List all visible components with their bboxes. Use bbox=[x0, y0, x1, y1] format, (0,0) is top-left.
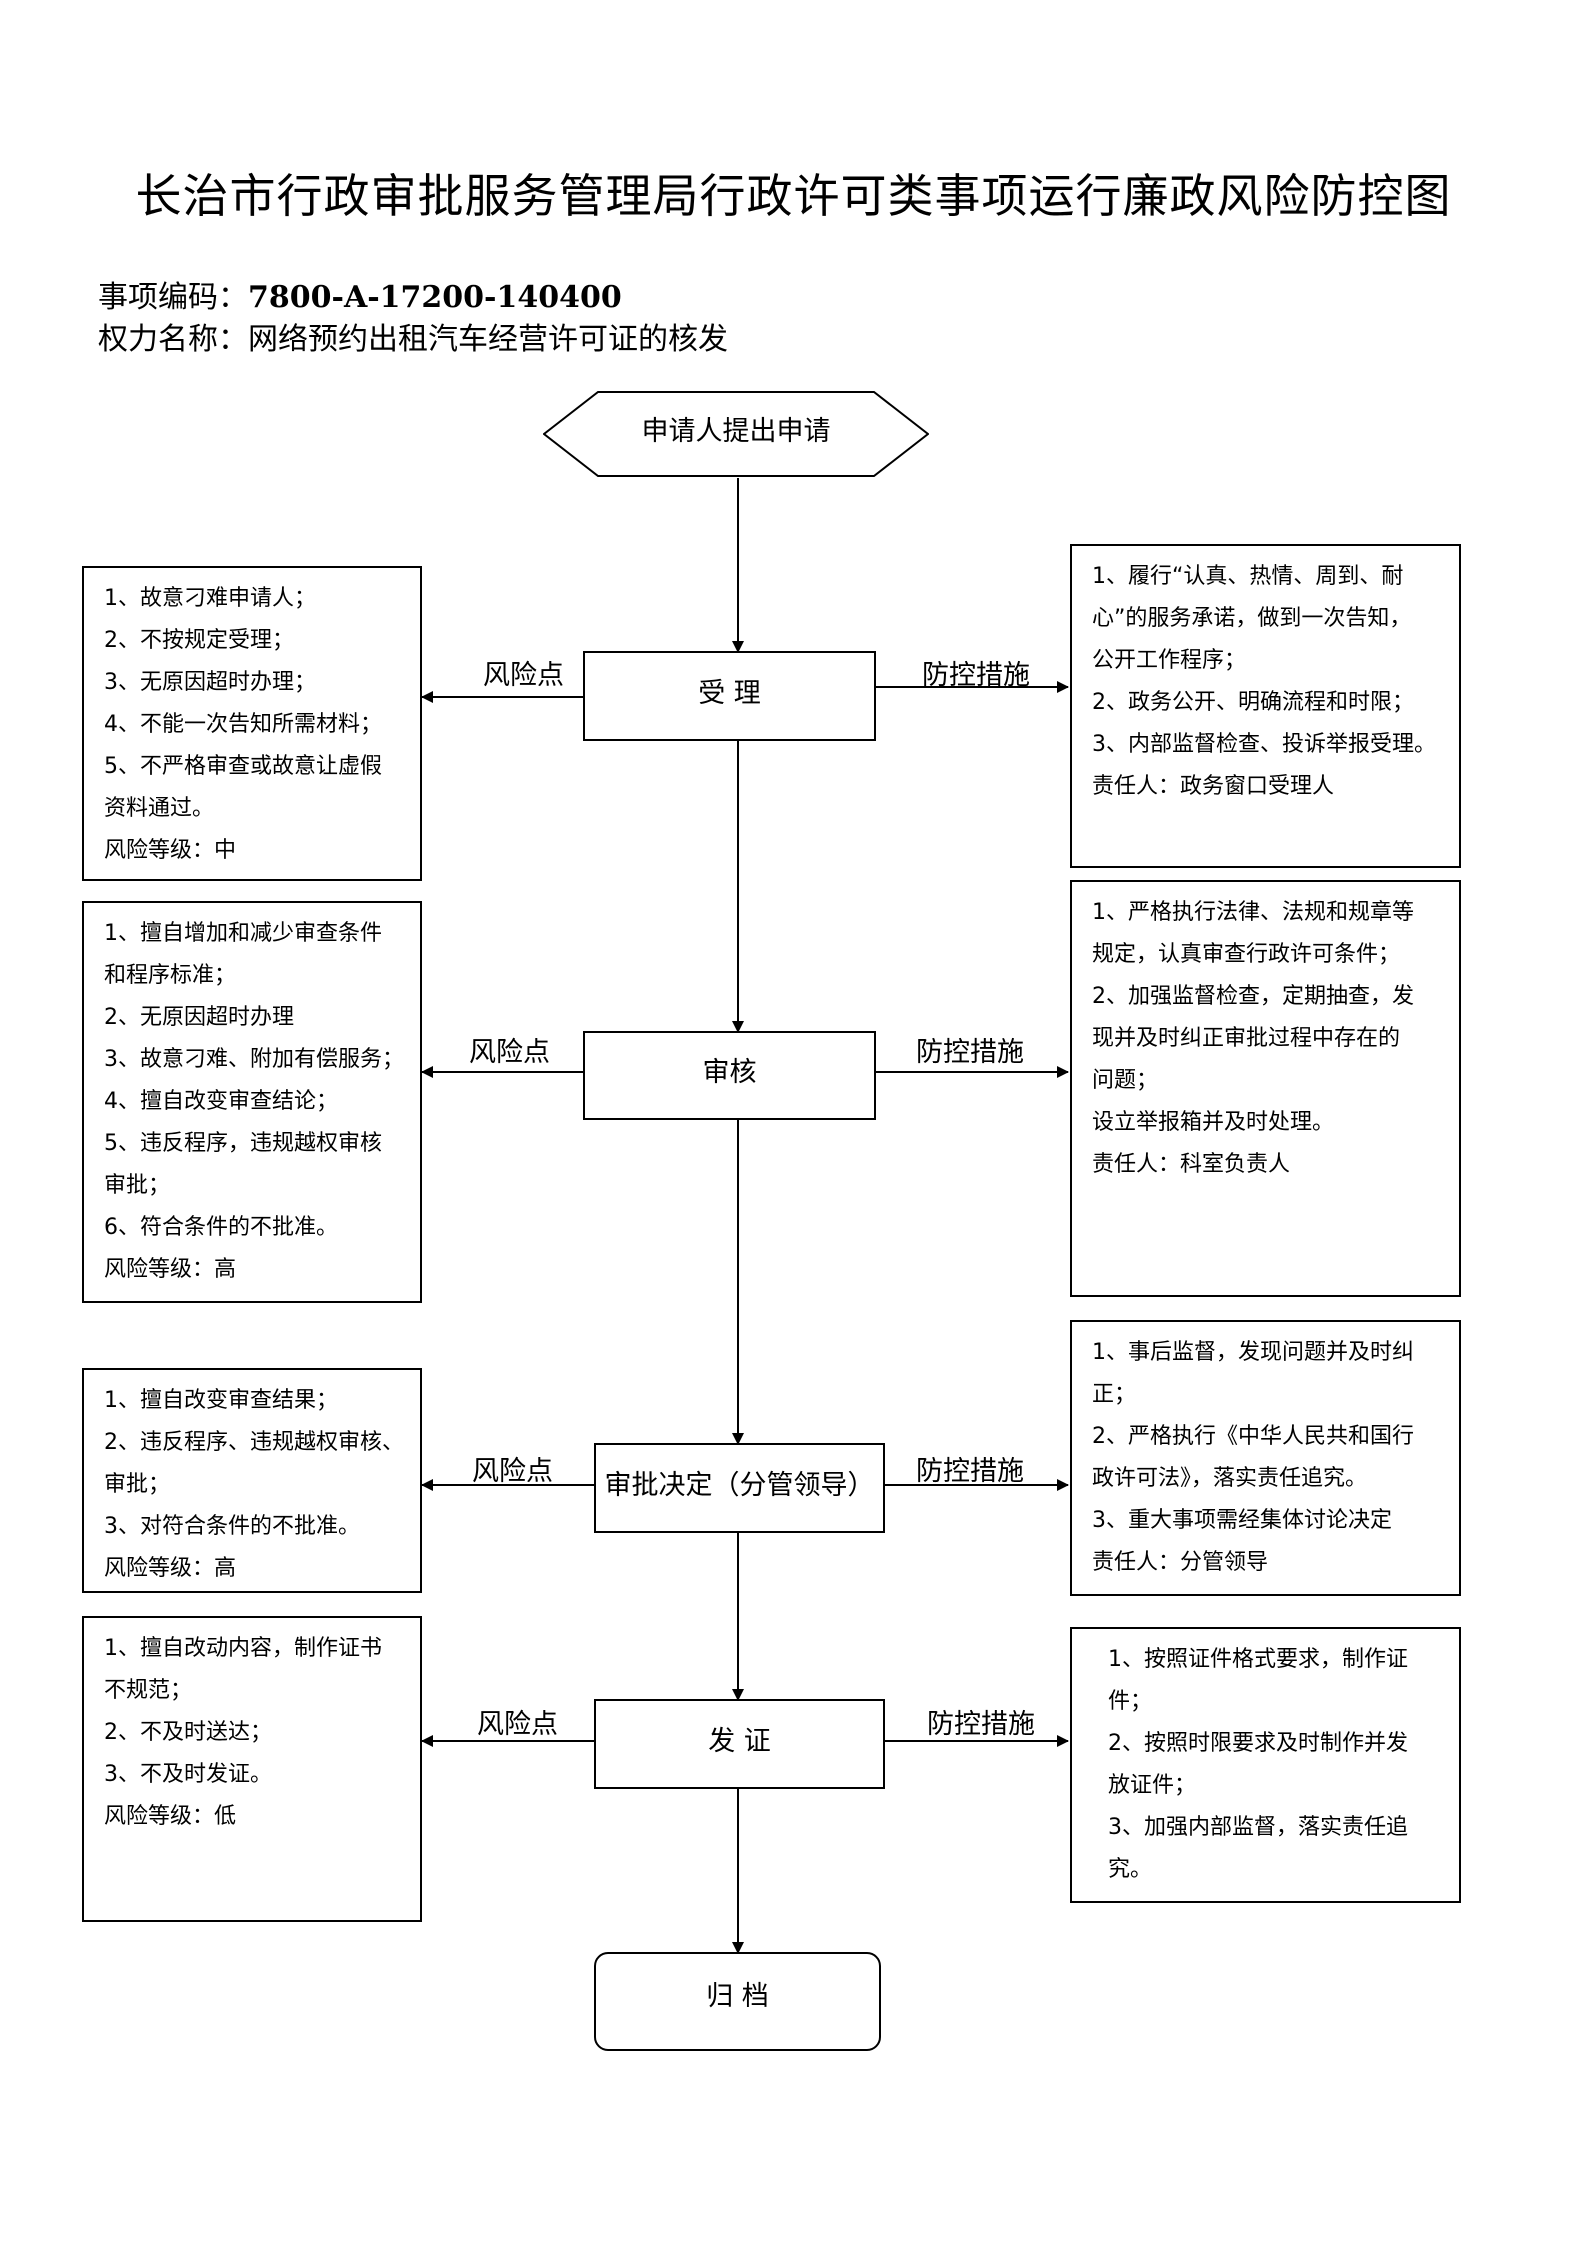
control-box-accept: 1、履行“认真、热情、周到、耐 心”的服务承诺，做到一次告知， 公开工作程序； … bbox=[1070, 544, 1461, 868]
risk-item: 3、无原因超时办理； bbox=[104, 670, 316, 695]
item-code-row: 事项编码：7800-A-17200-140400 bbox=[98, 272, 622, 316]
control-item: 1、按照证件格式要求，制作证 bbox=[1108, 1647, 1408, 1672]
risk-box-accept: 1、故意刁难申请人； 2、不按规定受理； 3、无原因超时办理； 4、不能一次告知… bbox=[82, 566, 422, 881]
risk-level: 风险等级：高 bbox=[104, 1556, 237, 1581]
control-item: 2、政务公开、明确流程和时限； bbox=[1092, 690, 1414, 715]
stage-node-decision: 审批决定（分管领导） bbox=[594, 1443, 885, 1533]
risk-level: 风险等级：高 bbox=[104, 1257, 237, 1282]
risk-item: 和程序标准； bbox=[104, 963, 237, 988]
risk-label-decision: 风险点 bbox=[472, 1456, 553, 1487]
risk-item: 1、擅自改变审查结果； bbox=[104, 1388, 338, 1413]
risk-item: 不规范； bbox=[104, 1678, 193, 1703]
risk-item: 4、擅自改变审查结论； bbox=[104, 1089, 338, 1114]
stage-node-review: 审核 bbox=[583, 1031, 876, 1120]
power-name-label: 权力名称： bbox=[98, 322, 248, 357]
end-node-archive: 归 档 bbox=[594, 1952, 881, 2051]
risk-item: 1、擅自增加和减少审查条件 bbox=[104, 921, 382, 946]
control-item: 公开工作程序； bbox=[1092, 648, 1247, 673]
control-item: 现并及时纠正审批过程中存在的 bbox=[1092, 1026, 1401, 1051]
risk-label-issue: 风险点 bbox=[477, 1709, 558, 1740]
control-item: 心”的服务承诺，做到一次告知， bbox=[1092, 606, 1412, 631]
stage-node-label: 审核 bbox=[702, 1057, 757, 1088]
stage-node-label: 受 理 bbox=[698, 677, 761, 709]
risk-item: 审批； bbox=[104, 1173, 171, 1198]
risk-level: 风险等级：中 bbox=[104, 838, 237, 863]
risk-item: 5、违反程序，违规越权审核 bbox=[104, 1131, 382, 1156]
risk-item: 3、对符合条件的不批准。 bbox=[104, 1514, 360, 1539]
control-item: 件； bbox=[1108, 1689, 1153, 1714]
control-item: 1、事后监督，发现问题并及时纠 bbox=[1092, 1340, 1414, 1365]
control-item: 设立举报箱并及时处理。 bbox=[1092, 1110, 1335, 1135]
control-item: 1、严格执行法律、法规和规章等 bbox=[1092, 900, 1414, 925]
control-item: 3、内部监督检查、投诉举报受理。 bbox=[1092, 732, 1436, 757]
control-item: 政许可法》，落实责任追究。 bbox=[1092, 1466, 1368, 1491]
control-box-decision: 1、事后监督，发现问题并及时纠 正； 2、严格执行《中华人民共和国行 政许可法》… bbox=[1070, 1320, 1461, 1596]
control-label-accept: 防控措施 bbox=[922, 660, 1030, 691]
control-item: 3、重大事项需经集体讨论决定 bbox=[1092, 1508, 1392, 1533]
risk-item: 6、符合条件的不批准。 bbox=[104, 1215, 338, 1240]
risk-item: 资料通过。 bbox=[104, 796, 215, 821]
control-item: 规定，认真审查行政许可条件； bbox=[1092, 942, 1401, 967]
stage-node-accept: 受 理 bbox=[583, 651, 876, 741]
responsible-person: 责任人：政务窗口受理人 bbox=[1092, 774, 1335, 799]
risk-item: 3、故意刁难、附加有偿服务； bbox=[104, 1047, 404, 1072]
risk-item: 3、不及时发证。 bbox=[104, 1762, 272, 1787]
end-node-label: 归 档 bbox=[706, 1981, 769, 2012]
stage-node-issue: 发 证 bbox=[594, 1699, 885, 1789]
risk-box-decision: 1、擅自改变审查结果； 2、违反程序、违规越权审核、 审批； 3、对符合条件的不… bbox=[82, 1368, 422, 1593]
control-label-decision: 防控措施 bbox=[916, 1456, 1024, 1487]
risk-item: 2、违反程序、违规越权审核、 bbox=[104, 1430, 404, 1455]
control-box-issue: 1、按照证件格式要求，制作证 件； 2、按照时限要求及时制作并发 放证件； 3、… bbox=[1070, 1627, 1461, 1903]
risk-box-review: 1、擅自增加和减少审查条件 和程序标准； 2、无原因超时办理 3、故意刁难、附加… bbox=[82, 901, 422, 1303]
risk-item: 5、不严格审查或故意让虚假 bbox=[104, 754, 382, 779]
risk-item: 1、故意刁难申请人； bbox=[104, 586, 316, 611]
control-label-issue: 防控措施 bbox=[927, 1709, 1035, 1740]
risk-item: 4、不能一次告知所需材料； bbox=[104, 712, 382, 737]
stage-node-label: 审批决定（分管领导） bbox=[604, 1469, 875, 1501]
risk-label-review: 风险点 bbox=[469, 1037, 550, 1068]
stage-node-label: 发 证 bbox=[708, 1725, 771, 1757]
risk-item: 2、无原因超时办理 bbox=[104, 1005, 294, 1030]
control-item: 3、加强内部监督，落实责任追 bbox=[1108, 1815, 1408, 1840]
control-item: 问题； bbox=[1092, 1068, 1159, 1093]
item-code-label: 事项编码： bbox=[98, 280, 248, 315]
control-item: 1、履行“认真、热情、周到、耐 bbox=[1092, 564, 1404, 589]
control-label-review: 防控措施 bbox=[916, 1037, 1024, 1068]
responsible-person: 责任人：分管领导 bbox=[1092, 1550, 1269, 1575]
page-title: 长治市行政审批服务管理局行政许可类事项运行廉政风险防控图 bbox=[135, 169, 1452, 223]
control-item: 2、严格执行《中华人民共和国行 bbox=[1092, 1424, 1414, 1449]
control-item: 究。 bbox=[1108, 1857, 1153, 1882]
risk-item: 审批； bbox=[104, 1472, 171, 1497]
control-item: 正； bbox=[1092, 1382, 1137, 1407]
risk-item: 1、擅自改动内容，制作证书 bbox=[104, 1636, 382, 1661]
control-item: 放证件； bbox=[1108, 1773, 1197, 1798]
power-name-row: 权力名称：网络预约出租汽车经营许可证的核发 bbox=[98, 314, 728, 358]
start-node-label: 申请人提出申请 bbox=[641, 415, 831, 447]
risk-item: 2、不按规定受理； bbox=[104, 628, 294, 653]
control-box-review: 1、严格执行法律、法规和规章等 规定，认真审查行政许可条件； 2、加强监督检查，… bbox=[1070, 880, 1461, 1297]
risk-box-issue: 1、擅自改动内容，制作证书 不规范； 2、不及时送达； 3、不及时发证。 风险等… bbox=[82, 1616, 422, 1922]
control-item: 2、按照时限要求及时制作并发 bbox=[1108, 1731, 1408, 1756]
start-node: 申请人提出申请 bbox=[543, 391, 929, 477]
power-name-value: 网络预约出租汽车经营许可证的核发 bbox=[248, 322, 728, 357]
risk-item: 2、不及时送达； bbox=[104, 1720, 272, 1745]
risk-label-accept: 风险点 bbox=[483, 660, 564, 691]
responsible-person: 责任人：科室负责人 bbox=[1092, 1152, 1291, 1177]
item-code-value: 7800-A-17200-140400 bbox=[248, 280, 622, 315]
hexagon-shape bbox=[543, 391, 929, 477]
control-item: 2、加强监督检查，定期抽查，发 bbox=[1092, 984, 1414, 1009]
risk-level: 风险等级：低 bbox=[104, 1804, 237, 1829]
